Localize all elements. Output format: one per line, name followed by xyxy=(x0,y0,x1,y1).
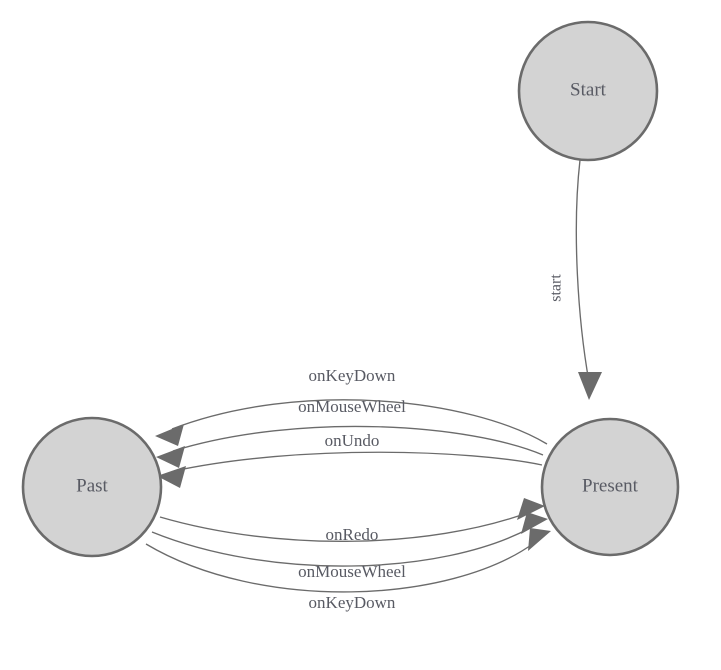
arrowhead-past-to-present-onredo xyxy=(517,498,545,520)
edge-path-past-to-present-onredo xyxy=(159,512,528,542)
node-past[interactable]: Past xyxy=(21,416,163,558)
node-start-label: Start xyxy=(570,79,607,100)
arrowhead-present-to-past-onmousewheel xyxy=(156,446,185,468)
edge-path-past-to-present-onkeydown xyxy=(145,542,535,593)
edge-past-to-present-onmousewheel[interactable]: onMouseWheel xyxy=(151,512,548,581)
edge-present-to-past-onundo[interactable]: onUndo xyxy=(157,431,543,488)
edge-label-past-to-present-onmousewheel: onMouseWheel xyxy=(298,562,406,581)
edge-label-present-to-past-onkeydown: onKeyDown xyxy=(309,366,396,385)
edge-start-to-present[interactable]: start xyxy=(548,159,602,400)
edge-path-past-to-present-onmousewheel xyxy=(151,527,531,567)
arrowhead-present-to-past-onundo xyxy=(157,466,186,488)
edge-path-present-to-past-onundo xyxy=(173,451,543,472)
node-past-circle[interactable] xyxy=(21,416,163,558)
node-present[interactable]: Present xyxy=(540,417,680,557)
node-start-circle[interactable] xyxy=(517,20,659,162)
edge-present-to-past-onkeydown[interactable]: onKeyDown xyxy=(155,366,548,446)
node-present-circle[interactable] xyxy=(540,417,680,557)
edge-label-present-to-past-onundo: onUndo xyxy=(325,431,380,450)
arrowhead-past-to-present-onkeydown xyxy=(528,528,551,551)
edge-label-past-to-present-onkeydown: onKeyDown xyxy=(309,593,396,612)
edge-label-present-to-past-onmousewheel: onMouseWheel xyxy=(298,397,406,416)
node-past-label: Past xyxy=(76,475,108,496)
edge-label-start: start xyxy=(548,274,565,302)
arrowhead-present-to-past-onkeydown xyxy=(155,424,184,446)
edge-past-to-present-onredo[interactable]: onRedo xyxy=(159,498,545,544)
node-present-label: Present xyxy=(582,475,639,496)
edge-path-present-to-past-onkeydown xyxy=(171,399,548,445)
edge-path-start-to-present xyxy=(575,159,590,383)
edge-path-present-to-past-onmousewheel xyxy=(172,425,544,456)
edge-label-past-to-present-onredo: onRedo xyxy=(326,525,379,544)
arrowhead-past-to-present-onmousewheel xyxy=(521,512,548,534)
node-start[interactable]: Start xyxy=(517,20,659,162)
edge-present-to-past-onmousewheel[interactable]: onMouseWheel xyxy=(156,397,544,468)
arrowhead-start-to-present xyxy=(578,372,602,400)
edge-past-to-present-onkeydown[interactable]: onKeyDown xyxy=(145,528,551,612)
